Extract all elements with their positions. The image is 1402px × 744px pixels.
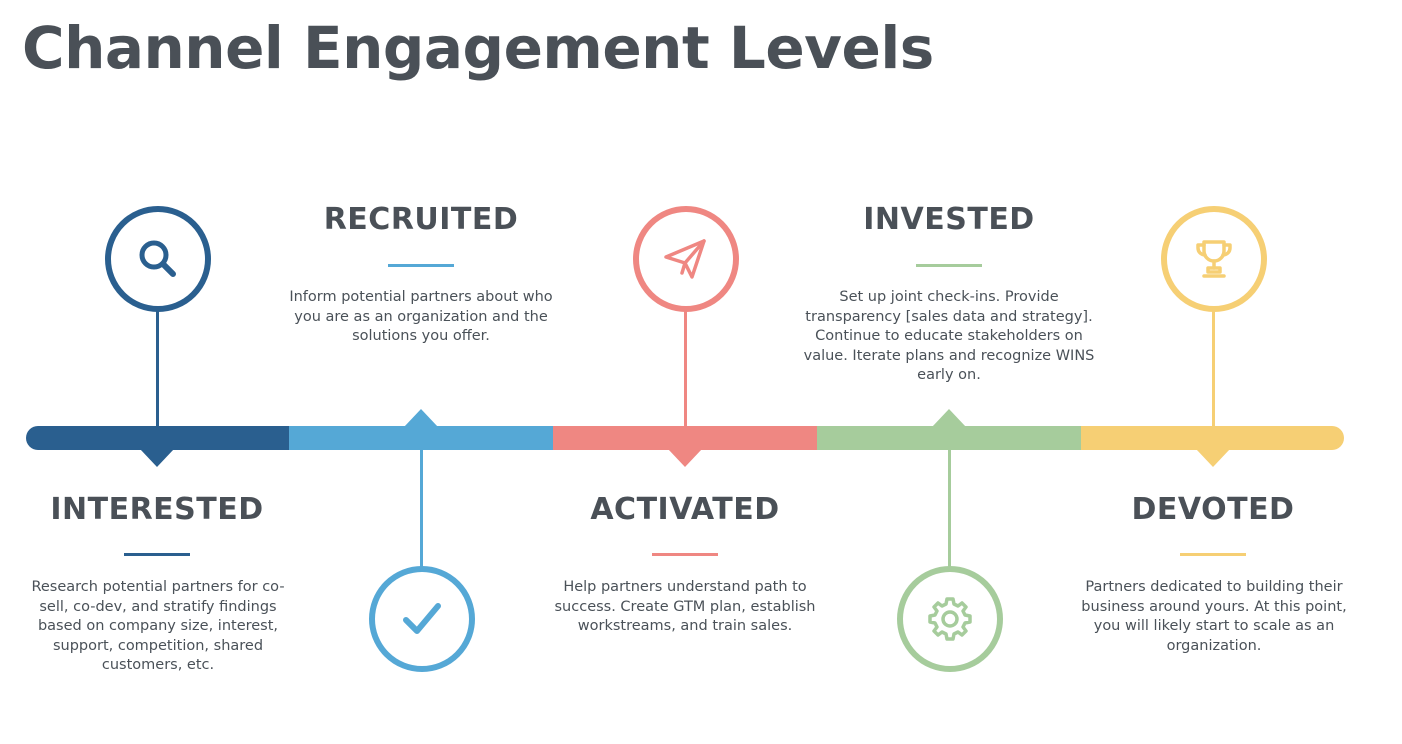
timeline-segment-recruited: [289, 426, 553, 450]
timeline-segment-invested: [817, 426, 1081, 450]
timeline-segment-activated: [553, 426, 817, 450]
underline-invested: [916, 264, 982, 267]
stage-title-devoted: DEVOTED: [1131, 492, 1295, 527]
gear-icon: [928, 597, 972, 641]
connector-invested: [948, 448, 951, 570]
timeline-segment-interested: [26, 426, 289, 450]
notch-invested: [932, 409, 966, 427]
stage-title-invested: INVESTED: [863, 202, 1035, 237]
paper-plane-icon: [664, 239, 706, 279]
connector-activated: [684, 306, 687, 428]
stage-icon-invested: [897, 566, 1003, 672]
notch-recruited: [404, 409, 438, 427]
notch-devoted: [1196, 449, 1230, 467]
stage-description-activated: Help partners understand path to success…: [554, 579, 816, 634]
checkmark-icon: [403, 603, 441, 634]
notch-interested: [140, 449, 174, 467]
stage-description-recruited: Inform potential partners about who you …: [289, 289, 553, 344]
stage-icon-recruited: [369, 566, 475, 672]
connector-recruited: [420, 448, 423, 570]
underline-devoted: [1180, 553, 1246, 556]
connector-devoted: [1212, 306, 1215, 428]
page-title: Channel Engagement Levels: [22, 14, 934, 82]
stage-description-interested: Research potential partners for co-sell,…: [31, 579, 285, 673]
underline-activated: [652, 553, 718, 556]
connector-interested: [156, 306, 159, 428]
stage-icon-activated: [633, 206, 739, 312]
underline-interested: [124, 553, 190, 556]
stage-icon-devoted: [1161, 206, 1267, 312]
notch-activated: [668, 449, 702, 467]
stage-description-devoted: Partners dedicated to building their bus…: [1081, 579, 1347, 654]
timeline-segment-devoted: [1081, 426, 1344, 450]
stage-icon-interested: [105, 206, 211, 312]
underline-recruited: [388, 264, 454, 267]
stage-title-recruited: RECRUITED: [323, 202, 519, 237]
trophy-icon: [1196, 240, 1232, 278]
search-icon: [139, 240, 176, 277]
stage-title-interested: INTERESTED: [50, 492, 264, 527]
stage-title-activated: ACTIVATED: [590, 492, 780, 527]
stage-description-invested: Set up joint check-ins. Provide transpar…: [803, 289, 1095, 383]
